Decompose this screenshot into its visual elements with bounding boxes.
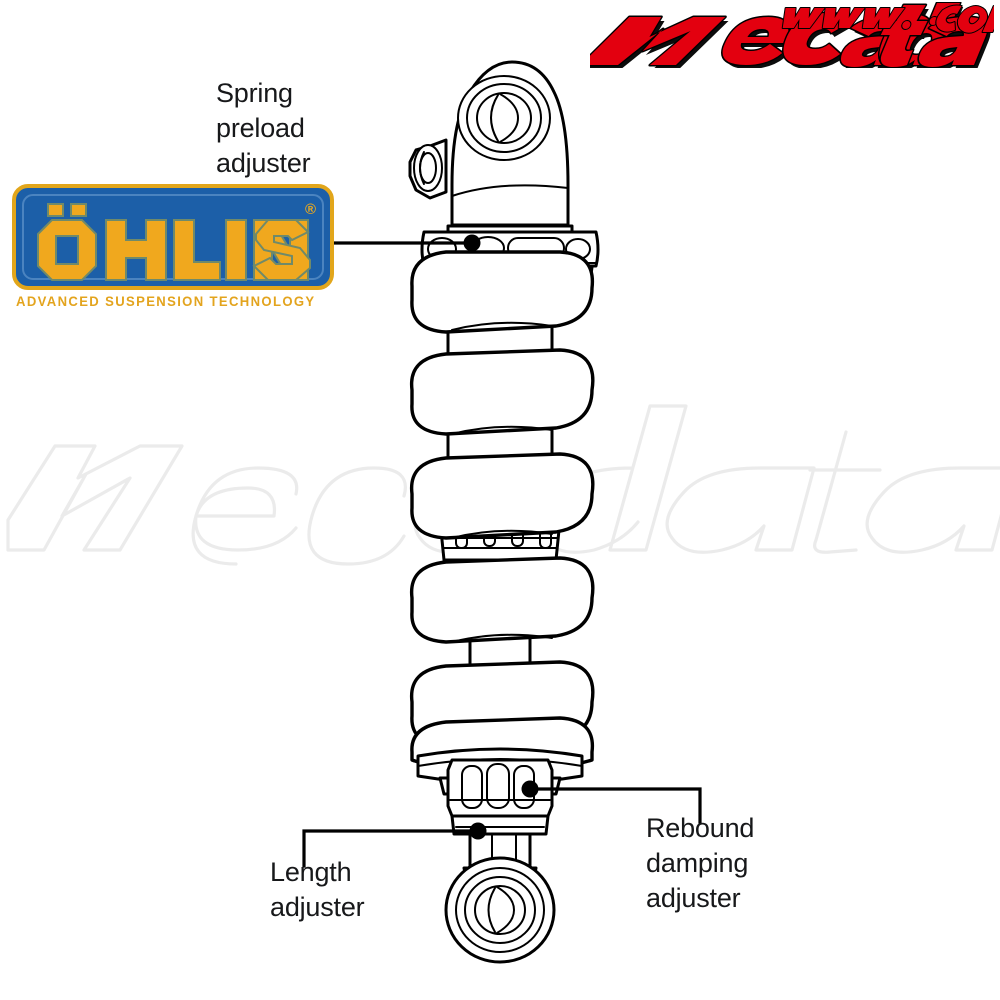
rebound-damping-adjuster [446,758,554,836]
ohlins-plate: ® [12,184,334,290]
leader-dot-rebound [521,780,539,798]
label-length-adjuster: Length adjuster [270,857,365,922]
leader-dot-length [469,822,487,840]
brand-com-text [928,4,994,34]
top-eyelet-mount [408,60,570,227]
ohlins-tagline: ADVANCED SUSPENSION TECHNOLOGY [16,294,316,309]
ohlins-wordmark [37,203,311,281]
label-spring-preload-adjuster: Spring preload adjuster [216,78,311,178]
label-rebound-damping-adjuster: Rebound damping adjuster [646,813,755,913]
brand-www-text [781,7,912,30]
registered-trademark-icon: ® [304,201,316,218]
mecadata-brand-logo [590,2,994,68]
bottom-eyelet-mount [444,856,556,964]
leader-rebound [528,787,702,824]
reservoir-hex-fitting [408,138,448,200]
leader-length [302,829,480,868]
ohlins-logo: ® ADVANCED SUSPENSION TECHNOLOGY [12,184,338,320]
leader-dot-preload [463,234,481,252]
